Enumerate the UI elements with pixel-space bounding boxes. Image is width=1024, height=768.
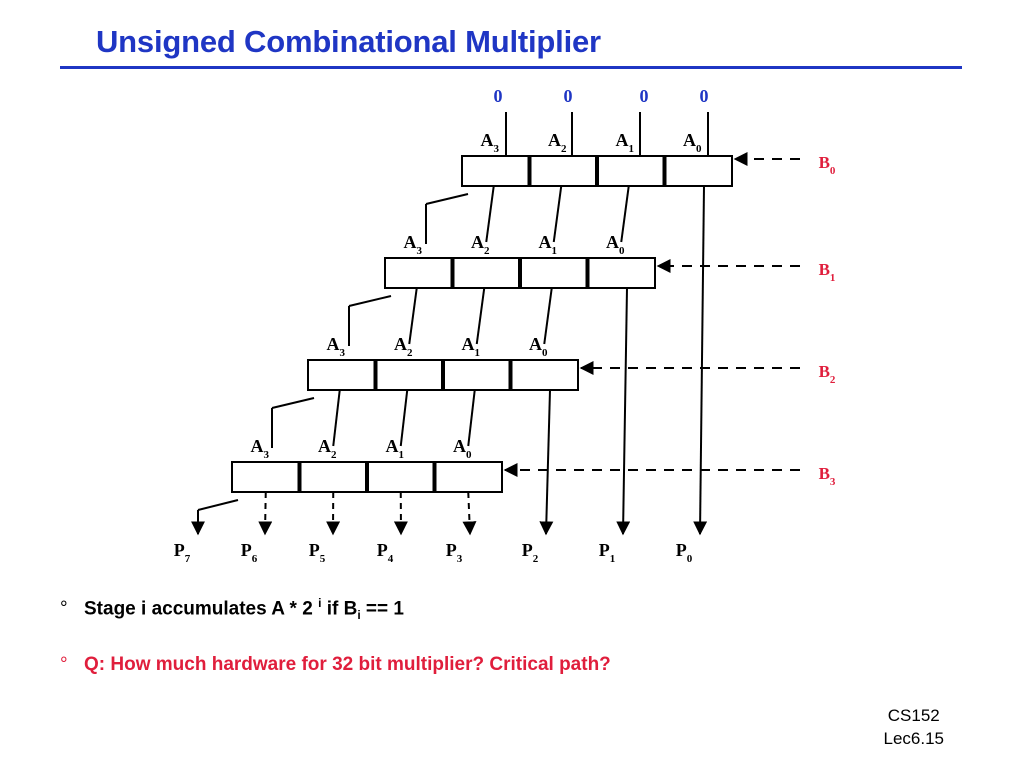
adder-cell xyxy=(519,257,589,289)
zero-input-label: 0 xyxy=(494,86,503,106)
bullet-text: if B xyxy=(321,598,358,620)
slide-footer: CS152 Lec6.15 xyxy=(884,704,945,750)
sum-wire xyxy=(620,185,630,243)
a-bit-label: A1 xyxy=(616,130,635,155)
adder-cell xyxy=(461,155,531,187)
sum-wire xyxy=(543,287,553,345)
zero-input-label: 0 xyxy=(700,86,709,106)
carry-diagonal-wire xyxy=(425,193,469,205)
adder-cell xyxy=(663,155,733,187)
product-bit-label: P2 xyxy=(522,540,539,565)
product-bit-label: P1 xyxy=(599,540,616,565)
sum-wire xyxy=(552,185,563,243)
lecture-number: Lec6.15 xyxy=(883,729,945,748)
adder-cell xyxy=(586,257,656,289)
sum-wire xyxy=(475,287,486,345)
a-bit-label: A1 xyxy=(386,436,405,461)
bullet-text: Q: How much hardware for 32 bit multipli… xyxy=(84,654,611,675)
adder-cell xyxy=(366,461,436,493)
adder-cell xyxy=(528,155,598,187)
bullet-stage-accumulates: ° Stage i accumulates A * 2 i if Bi == 1 xyxy=(60,596,404,622)
product-bit-label: P6 xyxy=(241,540,258,565)
a-bit-label: A2 xyxy=(471,232,490,257)
product-bit-label: P5 xyxy=(309,540,326,565)
p1-output-wire xyxy=(616,287,631,536)
b-input-label: B0 xyxy=(819,153,836,177)
adder-cell xyxy=(433,461,503,493)
b-input-label: B3 xyxy=(819,464,836,488)
sum-wire xyxy=(408,287,418,345)
a-bit-label: A3 xyxy=(251,436,270,461)
bullet-text: Stage i accumulates A * 2 xyxy=(84,598,319,620)
a-bit-label: A0 xyxy=(453,436,472,461)
bullet-mark: ° xyxy=(60,598,68,620)
a-bit-label: A0 xyxy=(683,130,702,155)
a-bit-label: A0 xyxy=(606,232,625,257)
sum-wire xyxy=(467,389,476,447)
product-bit-label: P0 xyxy=(676,540,693,565)
a-bit-label: A2 xyxy=(394,334,413,359)
bullet-superscript: i xyxy=(318,596,322,610)
stage-output-wire xyxy=(462,491,477,536)
bullet-mark: ° xyxy=(60,654,68,675)
carry-diagonal-wire xyxy=(348,295,392,307)
zero-input-label: 0 xyxy=(640,86,649,106)
adder-cell xyxy=(596,155,666,187)
sum-wire xyxy=(332,389,341,447)
b-input-label: B2 xyxy=(819,362,836,386)
adder-cell xyxy=(442,359,512,391)
product-bit-label: P7 xyxy=(174,540,191,565)
carry-diagonal-wire xyxy=(271,397,315,409)
b-input-label: B1 xyxy=(819,260,836,284)
a-bit-label: A1 xyxy=(539,232,558,257)
p0-output-wire xyxy=(693,185,708,536)
sum-wire xyxy=(485,185,495,243)
p2-output-wire xyxy=(539,389,554,536)
adder-cell xyxy=(374,359,444,391)
adder-cell xyxy=(509,359,579,391)
final-carry-diagonal xyxy=(197,499,239,511)
bullet-subscript: i xyxy=(357,608,361,623)
title-underline xyxy=(60,66,962,69)
stage-output-wire xyxy=(258,491,273,536)
adder-cell xyxy=(231,461,301,493)
adder-cell xyxy=(384,257,454,289)
adder-cell xyxy=(307,359,377,391)
adder-cell xyxy=(298,461,368,493)
a-bit-label: A0 xyxy=(529,334,548,359)
a-bit-label: A3 xyxy=(327,334,346,359)
a-bit-label: A3 xyxy=(404,232,423,257)
a-bit-label: A3 xyxy=(481,130,500,155)
bullet-text: == 1 xyxy=(360,598,404,620)
product-bit-label: P3 xyxy=(446,540,463,565)
a-bit-label: A2 xyxy=(318,436,337,461)
bullet-hardware-question: ° Q: How much hardware for 32 bit multipl… xyxy=(60,654,611,676)
a-bit-label: A2 xyxy=(548,130,567,155)
a-bit-label: A1 xyxy=(462,334,481,359)
zero-input-label: 0 xyxy=(564,86,573,106)
product-bit-label: P4 xyxy=(377,540,394,565)
sum-wire xyxy=(399,389,409,447)
course-code: CS152 xyxy=(887,706,940,725)
adder-cell xyxy=(451,257,521,289)
slide-title: Unsigned Combinational Multiplier xyxy=(96,24,601,59)
